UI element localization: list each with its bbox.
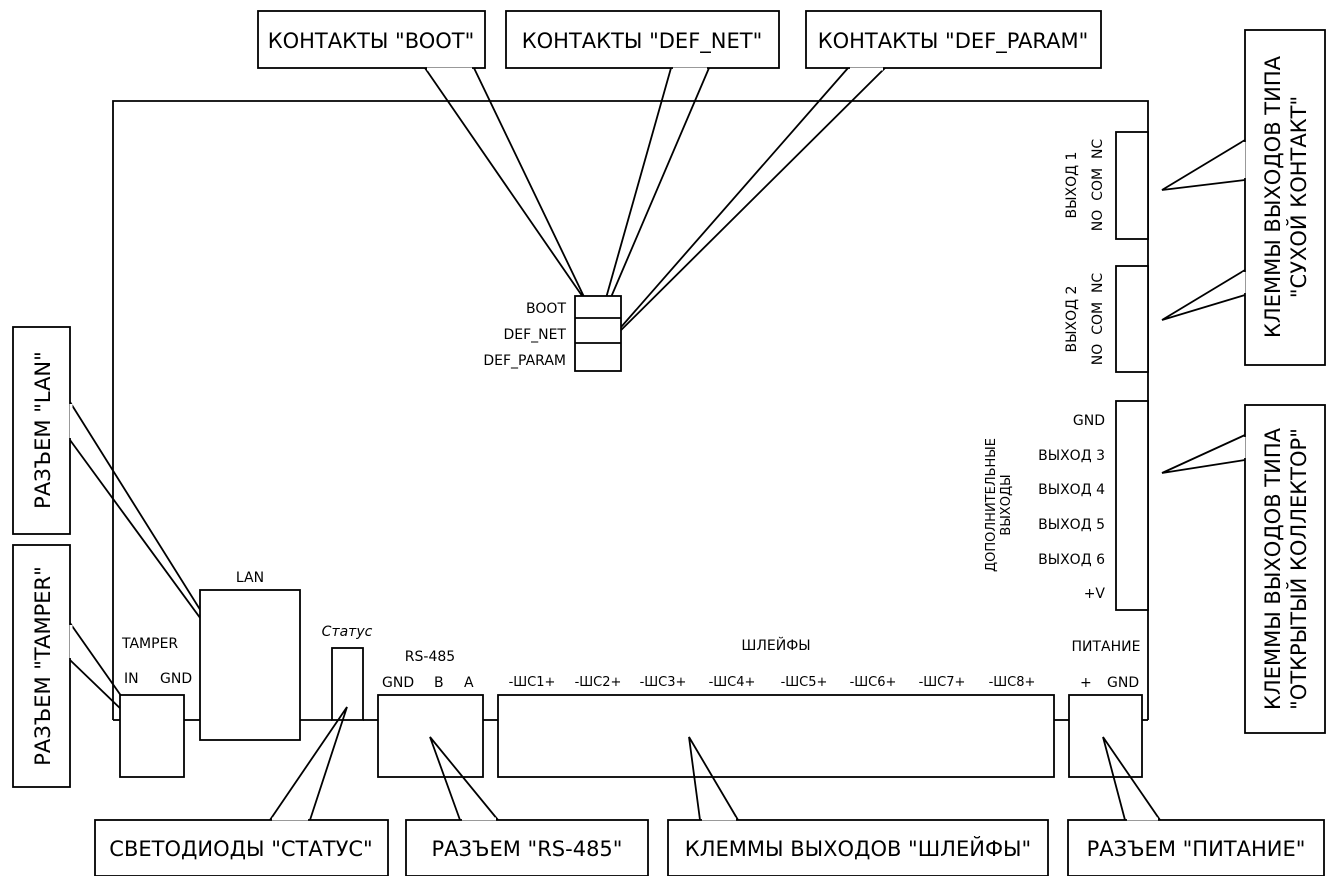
tamper-connector: TAMPER IN GND xyxy=(119,636,192,778)
callout-def-net: КОНТАКТЫ "DEF_NET" xyxy=(505,10,780,331)
oc-pin-4: ВЫХОД 6 xyxy=(1038,552,1105,568)
callout-lan: РАЗЪЕМ "LAN" xyxy=(12,326,237,668)
loop-7: -ШС8+ xyxy=(989,675,1036,690)
callout-status-leds: СВЕТОДИОДЫ "СТАТУС" xyxy=(94,706,389,876)
rs485-b: B xyxy=(434,675,444,691)
lan-connector: LAN xyxy=(199,570,301,741)
rs485-gnd: GND xyxy=(382,675,414,691)
jumper-def-param-label: DEF_PARAM xyxy=(483,353,566,369)
status-title: Статус xyxy=(322,624,373,640)
oc-pin-0: GND xyxy=(1073,413,1105,429)
callout-rs485: РАЗЪЕМ "RS-485" xyxy=(405,736,649,876)
tamper-in: IN xyxy=(124,671,139,687)
loop-6: -ШС7+ xyxy=(919,675,966,690)
oc-pin-3: ВЫХОД 5 xyxy=(1038,517,1105,533)
loop-0: -ШС1+ xyxy=(509,675,556,690)
callout-power: РАЗЪЕМ "ПИТАНИЕ" xyxy=(1067,736,1325,876)
oc-pin-1: ВЫХОД 3 xyxy=(1038,448,1105,464)
callout-lan-text: РАЗЪЕМ "LAN" xyxy=(31,351,55,509)
callout-open-collector: КЛЕММЫ ВЫХОДОВ ТИПА "ОТКРЫТЫЙ КОЛЛЕКТОР" xyxy=(1161,404,1326,734)
extra-outputs-line1: ДОПОЛНИТЕЛЬНЫЕ xyxy=(984,438,999,572)
callout-tamper: РАЗЪЕМ "TAMPER" xyxy=(12,544,151,788)
output-2-title: ВЫХОД 2 xyxy=(1064,286,1080,353)
oc-pin-2: ВЫХОД 4 xyxy=(1038,482,1105,498)
rs485-title: RS-485 xyxy=(405,649,455,665)
extra-outputs-line2: ВЫХОДЫ xyxy=(999,474,1014,535)
callout-dry-contact: КЛЕММЫ ВЫХОДОВ ТИПА "СУХОЙ КОНТАКТ" xyxy=(1161,29,1326,366)
jumper-def-net-label: DEF_NET xyxy=(503,327,566,343)
loop-4: -ШС5+ xyxy=(781,675,828,690)
callout-status-leds-text: СВЕТОДИОДЫ "СТАТУС" xyxy=(109,837,372,861)
power-connector: ПИТАНИЕ + GND xyxy=(1068,639,1143,778)
callout-tamper-text: РАЗЪЕМ "TAMPER" xyxy=(31,566,55,766)
callout-open-collector-line2: "ОТКРЫТЫЙ КОЛЛЕКТОР" xyxy=(1286,428,1311,710)
callout-dry-contact-line2: "СУХОЙ КОНТАКТ" xyxy=(1286,96,1311,298)
rs485-connector: RS-485 GND B A xyxy=(377,649,484,778)
callout-power-text: РАЗЪЕМ "ПИТАНИЕ" xyxy=(1087,837,1306,861)
loop-3: -ШС4+ xyxy=(709,675,756,690)
open-collector-terminal: ДОПОЛНИТЕЛЬНЫЕ ВЫХОДЫ GND ВЫХОД 3 ВЫХОД … xyxy=(984,400,1149,611)
callout-def-param-text: КОНТАКТЫ "DEF_PARAM" xyxy=(818,29,1089,54)
callout-open-collector-line1: КЛЕММЫ ВЫХОДОВ ТИПА xyxy=(1261,427,1285,710)
oc-pin-5: +V xyxy=(1084,586,1106,602)
callout-loops: КЛЕММЫ ВЫХОДОВ "ШЛЕЙФЫ" xyxy=(667,736,1049,876)
jumper-block: BOOT DEF_NET DEF_PARAM xyxy=(483,295,622,372)
tamper-gnd: GND xyxy=(160,671,192,687)
loops-title: ШЛЕЙФЫ xyxy=(741,636,810,654)
tamper-title: TAMPER xyxy=(121,636,178,652)
power-title: ПИТАНИЕ xyxy=(1072,639,1141,655)
lan-title: LAN xyxy=(236,570,264,586)
power-plus: + xyxy=(1080,675,1092,691)
rs485-a: A xyxy=(464,675,474,691)
loop-2: -ШС3+ xyxy=(640,675,687,690)
output-2-pins: NO COM NC xyxy=(1090,273,1106,366)
power-gnd: GND xyxy=(1107,675,1139,691)
output-1-terminal: ВЫХОД 1 NO COM NC xyxy=(1064,131,1149,240)
callout-loops-text: КЛЕММЫ ВЫХОДОВ "ШЛЕЙФЫ" xyxy=(685,836,1031,861)
output-1-title: ВЫХОД 1 xyxy=(1064,152,1080,219)
callout-dry-contact-line1: КЛЕММЫ ВЫХОДОВ ТИПА xyxy=(1261,55,1285,338)
jumper-boot-label: BOOT xyxy=(526,301,566,317)
callout-boot: КОНТАКТЫ "BOOT" xyxy=(257,10,588,304)
loops-terminal: ШЛЕЙФЫ -ШС1+ -ШС2+ -ШС3+ -ШС4+ -ШС5+ -ШС… xyxy=(497,636,1055,778)
loop-1: -ШС2+ xyxy=(575,675,622,690)
status-leds: Статус xyxy=(322,624,373,721)
loop-5: -ШС6+ xyxy=(850,675,897,690)
callout-def-net-text: КОНТАКТЫ "DEF_NET" xyxy=(522,29,763,54)
output-2-terminal: ВЫХОД 2 NO COM NC xyxy=(1064,265,1149,373)
callout-boot-text: КОНТАКТЫ "BOOT" xyxy=(268,29,475,53)
callout-rs485-text: РАЗЪЕМ "RS-485" xyxy=(432,837,623,861)
output-1-pins: NO COM NC xyxy=(1090,139,1106,232)
